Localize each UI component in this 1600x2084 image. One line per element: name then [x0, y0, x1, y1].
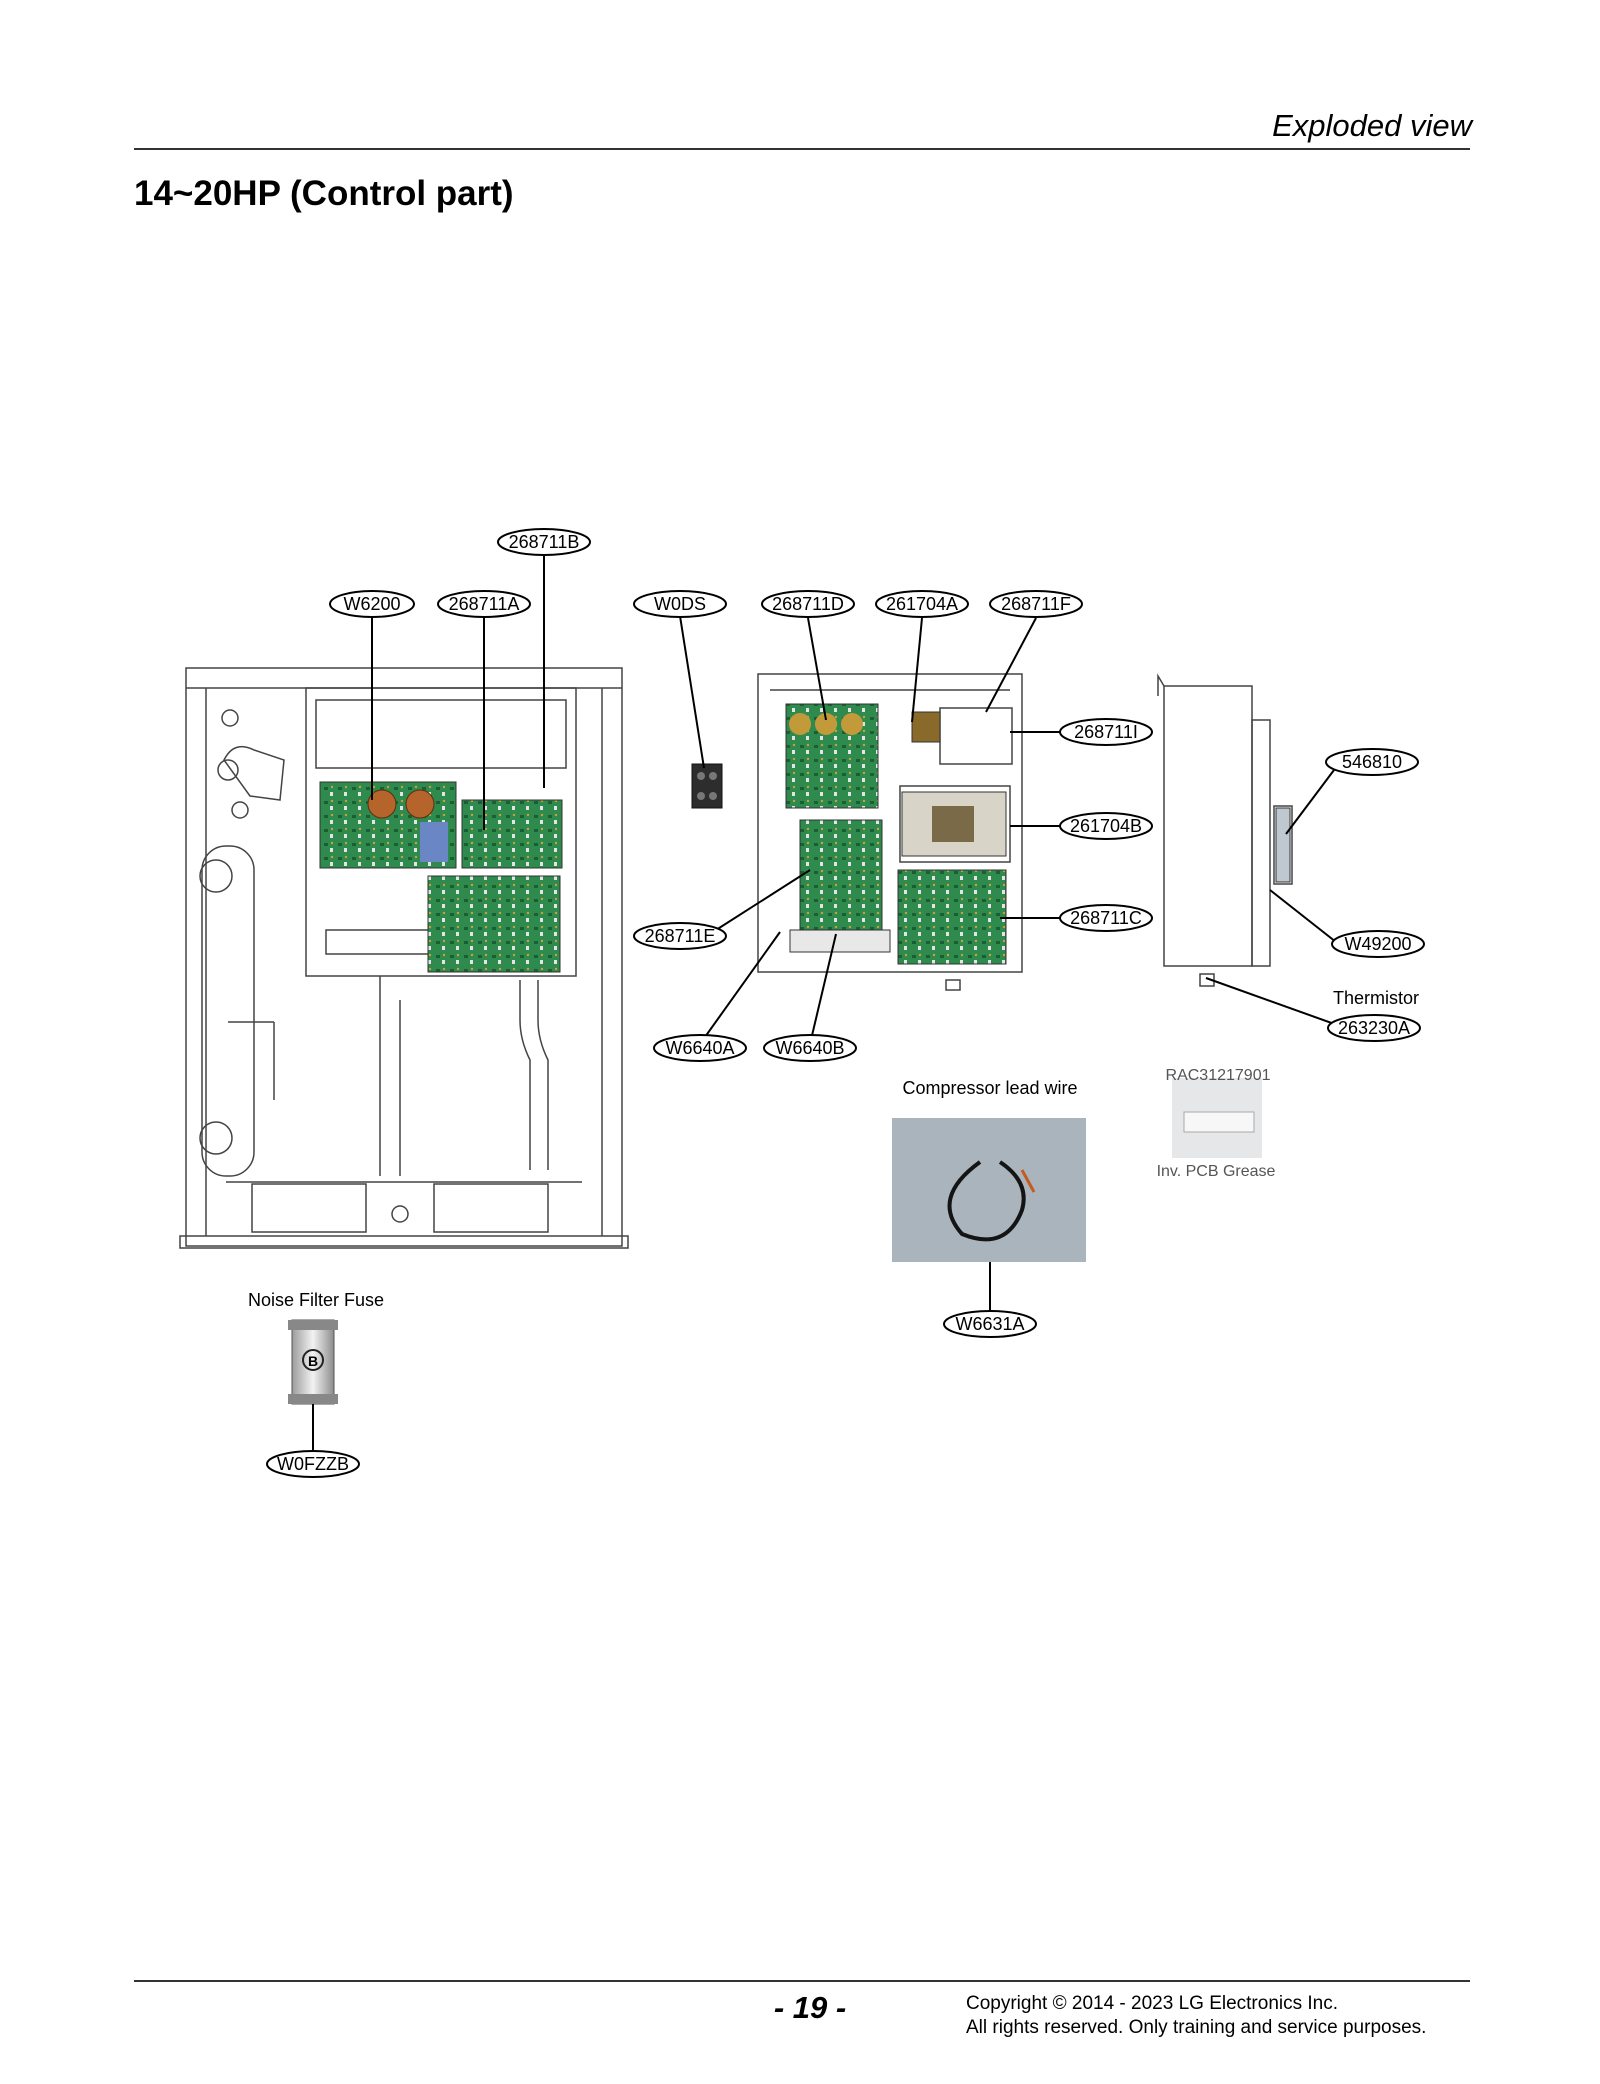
copyright-line-2: All rights reserved. Only training and s…: [966, 2017, 1427, 2038]
callout-268711F: 268711F: [1001, 594, 1071, 614]
w0ds-connector: [691, 763, 723, 809]
side-view-unit: [1157, 673, 1293, 987]
copyright-notice: Copyright © 2014 - 2023 LG Electronics I…: [966, 1992, 1426, 2040]
grease-caption: Inv. PCB Grease: [1157, 1163, 1276, 1180]
callout-W0DS: W0DS: [654, 594, 706, 614]
caption-noise-filter-fuse: Noise Filter Fuse: [248, 1290, 384, 1310]
callout-268711E: 268711E: [645, 926, 716, 946]
callout-268711B: 268711B: [509, 532, 580, 552]
fuse-logo-mark: B: [308, 1353, 318, 1369]
compressor-lead-wire-photo: [892, 1118, 1086, 1262]
callout-268711D: 268711D: [772, 594, 844, 614]
control-box-boards: [785, 703, 1007, 965]
callout-268711A: 268711A: [449, 594, 520, 614]
copyright-line-1: Copyright © 2014 - 2023 LG Electronics I…: [966, 1993, 1339, 2014]
fan-motor-546810: [1275, 807, 1291, 883]
pcb-grease-photo: [1172, 1078, 1262, 1158]
callout-ellipses: [266, 528, 1425, 1478]
caption-compressor-lead-wire: Compressor lead wire: [902, 1078, 1077, 1098]
callout-268711I: 268711I: [1074, 722, 1138, 742]
section-title: Exploded view: [1272, 108, 1472, 143]
callout-W6640B: W6640B: [775, 1038, 844, 1058]
header-rule: [134, 148, 1470, 150]
callout-W0FZZB: W0FZZB: [277, 1454, 349, 1474]
callout-261704B: 261704B: [1070, 816, 1142, 836]
outdoor-unit-frame: [179, 667, 629, 1249]
callout-W6640A: W6640A: [665, 1038, 734, 1058]
page-title: 14~20HP (Control part): [134, 174, 514, 213]
control-box: [757, 673, 1023, 991]
callout-261704A: 261704A: [886, 594, 958, 614]
callout-W6631A: W6631A: [955, 1314, 1024, 1334]
callout-W6200: W6200: [343, 594, 400, 614]
caption-thermistor: Thermistor: [1333, 988, 1419, 1008]
callout-268711C: 268711C: [1070, 908, 1142, 928]
leader-lines: [312, 556, 1341, 1450]
callout-263230A: 263230A: [1338, 1018, 1410, 1038]
footer-rule: [134, 1980, 1470, 1982]
left-pcb-boards: [319, 781, 563, 973]
page-number: - 19 -: [773, 1990, 847, 2025]
noise-filter-fuse-photo: [288, 1319, 338, 1405]
grease-code-label: RAC31217901: [1166, 1067, 1271, 1084]
callout-546810: 546810: [1342, 752, 1402, 772]
callout-W49200: W49200: [1344, 934, 1411, 954]
